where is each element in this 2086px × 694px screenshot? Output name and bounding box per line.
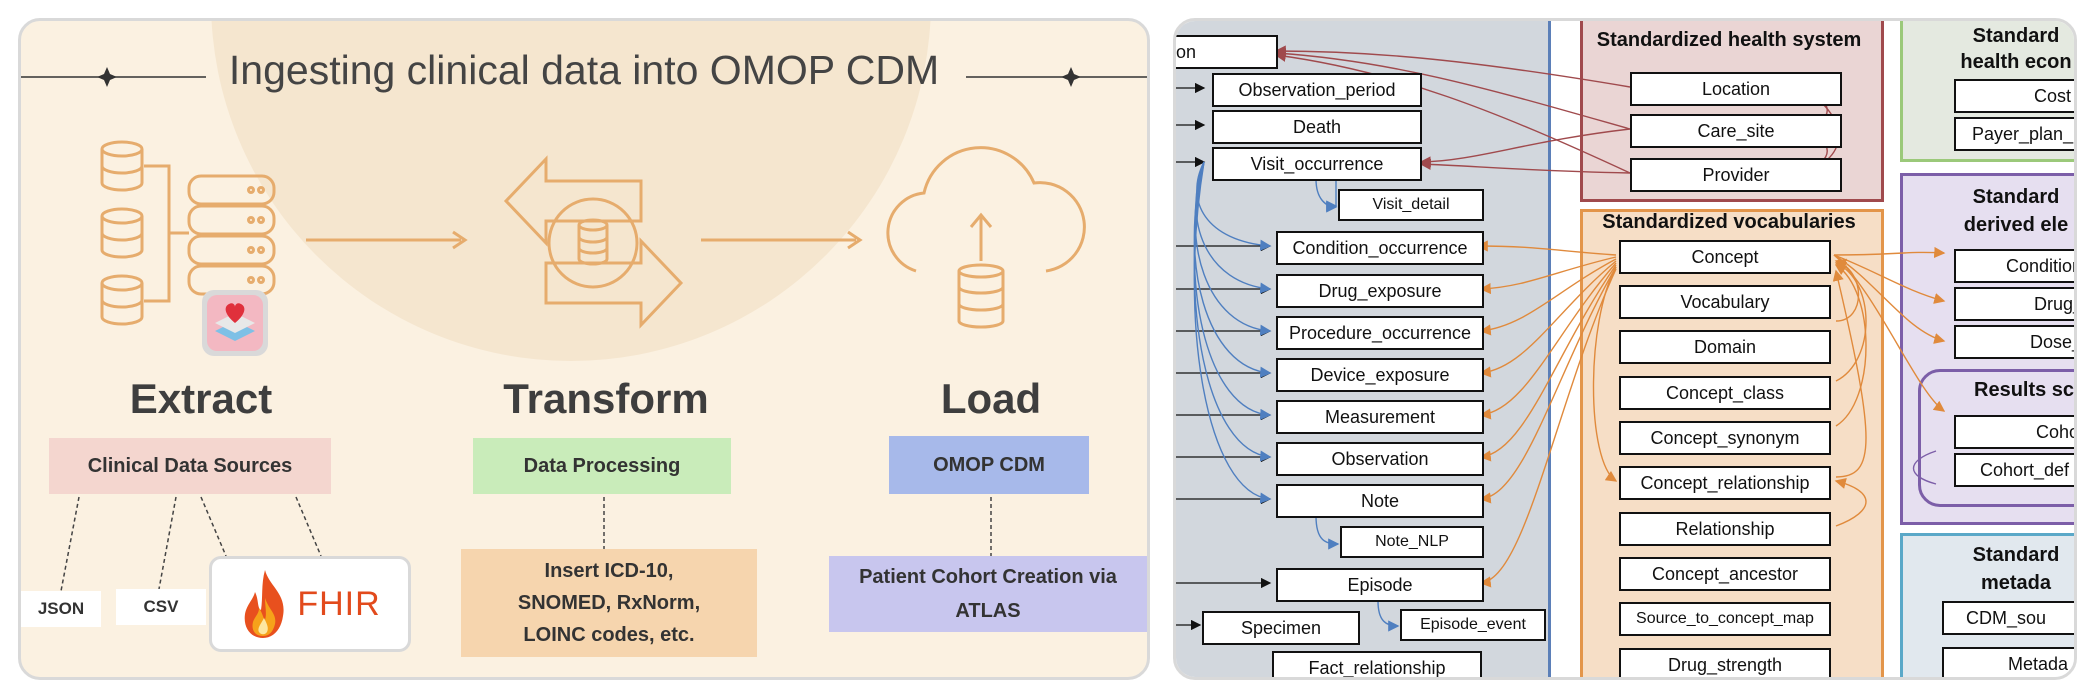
table-condition-occurrence[interactable]: Condition_occurrence [1276,231,1484,265]
etl-graphics [21,67,1147,592]
etl-panel: Ingesting clinical data into OMOP CDM Ex… [18,18,1150,680]
format-json: JSON [21,591,101,627]
table-observation-period[interactable]: Observation_period [1212,73,1422,107]
derived-elements-title: Standard derived ele [1936,183,2074,239]
page-title: Ingesting clinical data into OMOP CDM [228,47,940,93]
database-stack-icon [100,140,189,326]
table-visit-occurrence[interactable]: Visit_occurrence [1212,147,1422,181]
table-cohort[interactable]: Cohor [1954,415,2074,449]
table-care-site[interactable]: Care_site [1630,114,1842,148]
data-processing-box: Data Processing [473,438,731,494]
results-link [1913,450,1937,485]
step-load: Load [940,375,1042,422]
star-icon [1061,67,1081,87]
fhir-label: FHIR [297,584,381,623]
vocabulary-codes-box: Insert ICD-10, SNOMED, RxNorm, LOINC cod… [461,549,757,657]
omop-schema-panel: on Observation_period Death Visit_occurr… [1173,18,2077,680]
cohort-line-2: ATLAS [955,600,1021,622]
table-note[interactable]: Note [1276,484,1484,518]
table-concept-relationship[interactable]: Concept_relationship [1619,466,1831,500]
flow-arrow-1 [306,230,468,250]
table-measurement[interactable]: Measurement [1276,400,1484,434]
database-server-icon [187,174,276,296]
table-drug-era[interactable]: Drug_e [1954,287,2074,321]
table-relationship[interactable]: Relationship [1619,512,1831,546]
table-person[interactable]: on [1176,35,1278,69]
table-note-nlp[interactable]: Note_NLP [1340,526,1484,558]
table-cost[interactable]: Cost [1954,79,2074,113]
table-drug-exposure[interactable]: Drug_exposure [1276,274,1484,308]
visit-links [1193,161,1400,632]
table-cdm-source[interactable]: CDM_sou [1942,601,2074,635]
flame-icon [245,570,284,638]
health-system-title: Standardized health system [1596,29,1862,51]
codes-line-1: Insert ICD-10, [544,560,674,582]
table-source-to-concept-map[interactable]: Source_to_concept_map [1619,602,1831,636]
concept-links [1476,240,1946,588]
format-csv: CSV [116,589,206,625]
source-connectors [60,496,992,592]
derived-elements-title-2: derived ele [1963,214,2069,236]
clinical-data-sources-box: Clinical Data Sources [49,438,331,494]
table-concept-synonym[interactable]: Concept_synonym [1619,421,1831,455]
table-drug-strength[interactable]: Drug_strength [1619,648,1831,677]
fhir-logo: FHIR [209,556,411,652]
table-device-exposure[interactable]: Device_exposure [1276,358,1484,392]
step-extract: Extract [129,375,273,422]
flow-arrow-2 [701,230,863,250]
table-concept-class[interactable]: Concept_class [1619,376,1831,410]
metadata-title: Standard metada [1936,541,2074,597]
table-cohort-definition[interactable]: Cohort_def [1954,453,2074,487]
table-observation[interactable]: Observation [1276,442,1484,476]
table-death[interactable]: Death [1212,110,1422,144]
table-vocabulary[interactable]: Vocabulary [1619,285,1831,319]
cohort-line-1: Patient Cohort Creation via [859,566,1117,588]
codes-line-3: LOINC codes, etc. [523,624,695,646]
person-links [1176,82,1272,631]
table-concept-ancestor[interactable]: Concept_ancestor [1619,557,1831,591]
table-fact-relationship[interactable]: Fact_relationship [1272,651,1482,677]
results-schema-title: Results sch [1974,379,2077,401]
omop-cdm-box: OMOP CDM [889,436,1089,494]
table-episode[interactable]: Episode [1276,568,1484,602]
table-domain[interactable]: Domain [1619,330,1831,364]
table-procedure-occurrence[interactable]: Procedure_occurrence [1276,316,1484,350]
table-specimen[interactable]: Specimen [1202,611,1360,645]
health-app-icon [202,290,268,356]
star-icon [97,67,117,87]
table-location[interactable]: Location [1630,72,1842,106]
codes-line-2: SNOMED, RxNorm, [517,592,701,614]
table-condition-era[interactable]: Condition [1954,249,2074,283]
process-cycle-icon [503,155,684,329]
table-metadata[interactable]: Metada [1942,647,2074,677]
table-payer-plan[interactable]: Payer_plan_ [1954,117,2074,151]
table-dose-era[interactable]: Dose_e [1954,325,2074,359]
table-visit-detail[interactable]: Visit_detail [1338,189,1484,221]
metadata-title-1: Standard [1972,544,2060,566]
table-episode-event[interactable]: Episode_event [1400,609,1546,641]
table-concept[interactable]: Concept [1619,240,1831,274]
cloud-upload-icon [886,146,1086,329]
health-economics-title: Standard health econ [1936,23,2074,75]
table-provider[interactable]: Provider [1630,158,1842,192]
step-transform: Transform [503,375,709,422]
health-economics-title-1: Standard [1972,25,2060,47]
metadata-title-2: metada [1980,572,2052,594]
health-economics-title-2: health econ [1960,51,2072,73]
derived-elements-title-1: Standard [1972,186,2060,208]
cohort-creation-box: Patient Cohort Creation via ATLAS [829,556,1147,632]
vocabularies-title: Standardized vocabularies [1602,211,1856,233]
